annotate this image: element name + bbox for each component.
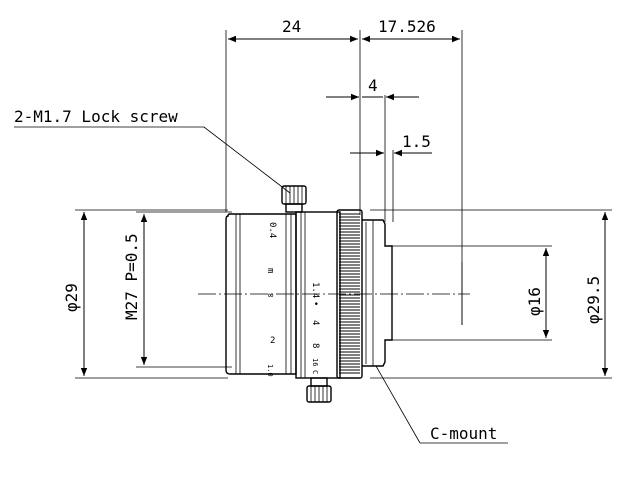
dim-length-flange: 17.526 [378,17,436,36]
callout-leaders [14,126,508,444]
focus-mark-3: 2 [270,336,275,346]
aperture-scale: 1.4 • 4 8 16 C [310,282,320,374]
extension-lines [75,30,612,379]
dim-length-body: 24 [282,17,301,36]
focus-mark-4: 1.0 [266,364,274,377]
focus-mark-0: 0.4 [267,222,277,238]
aperture-mark-3: 8 [310,343,320,348]
aperture-mark-4: 16 [311,358,319,366]
dim-mount-offset: 4 [368,76,378,95]
dim-diameter-max: φ29.5 [584,276,603,324]
callout-c-mount: C-mount [430,424,497,443]
aperture-mark-1: • [310,301,320,306]
dim-thread-spec: M27 P=0.5 [122,233,141,320]
focus-mark-1: m [265,268,275,273]
dim-diameter-front: φ29 [62,283,81,312]
focus-mark-2: ∞ [268,291,274,301]
focus-scale: 0.4 m ∞ 2 1.0 [265,222,277,377]
aperture-mark-2: 4 [310,320,320,325]
dim-diameter-mount: φ16 [525,287,544,316]
callout-lock-screw: 2-M1.7 Lock screw [14,107,178,126]
dimension-lines [80,35,609,376]
aperture-mark-5: C [311,370,319,374]
aperture-mark-0: 1.4 [310,282,320,298]
dim-thread-offset: 1.5 [402,132,431,151]
lens-body [225,185,393,403]
